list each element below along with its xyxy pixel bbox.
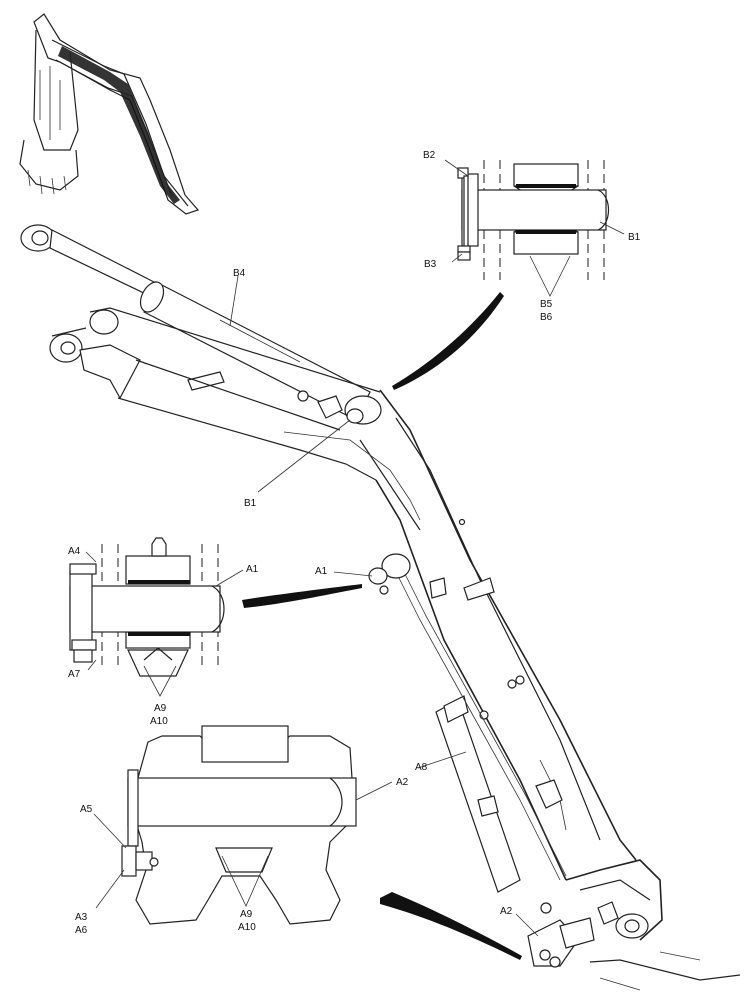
arm-side-plate <box>79 344 141 400</box>
label-a10-upper: A10 <box>150 716 168 727</box>
cylinder-barrel-end <box>139 281 165 313</box>
label-a6: A6 <box>75 925 88 936</box>
label-b1-main: B1 <box>244 498 257 509</box>
cylinder-rod <box>49 229 155 297</box>
label-b6: B6 <box>540 312 553 323</box>
cylinder-head-pin <box>346 408 364 424</box>
label-a4: A4 <box>68 546 81 557</box>
label-a8: A8 <box>415 762 428 773</box>
pin-a2 <box>559 917 595 949</box>
label-a9-upper: A9 <box>154 703 167 714</box>
bucket-cylinder-clamp <box>477 795 499 817</box>
arm-beam-outline-right <box>379 389 637 861</box>
bucket-cylinder-barrel <box>435 699 521 893</box>
callout-wedge-a1 <box>242 584 362 608</box>
detail-a-lower-pin-section <box>121 725 357 925</box>
detail-a-pin-a1 <box>69 585 221 633</box>
label-b2: B2 <box>423 150 436 161</box>
callout-wedge-a2 <box>380 892 522 960</box>
arm-assembly-drawing <box>20 224 741 991</box>
label-b3: B3 <box>424 259 437 270</box>
label-b4: B4 <box>233 268 246 279</box>
arm-foot-eye-upper <box>89 309 119 335</box>
detail-b-pin-b1 <box>461 189 607 231</box>
detail-a-pin-a2 <box>127 777 357 827</box>
label-a2-main: A2 <box>500 906 513 917</box>
label-b1-detail: B1 <box>628 232 641 243</box>
label-a1-main: A1 <box>315 566 328 577</box>
detail-a-upper-pin-section <box>69 537 225 677</box>
arm-beam-outline-left <box>375 479 567 881</box>
callout-wedge-b <box>392 292 504 390</box>
detail-b-pin-section <box>457 160 610 280</box>
label-a9-lower: A9 <box>240 909 253 920</box>
label-b5: B5 <box>540 299 553 310</box>
detail-b-housing <box>513 163 579 187</box>
label-a1-detail: A1 <box>246 564 259 575</box>
label-a2-detail: A2 <box>396 777 409 788</box>
label-a5: A5 <box>80 804 93 815</box>
leader-lines <box>85 159 625 960</box>
arm-overview-thumbnail <box>19 13 200 215</box>
label-a10-lower: A10 <box>238 922 256 933</box>
label-a3: A3 <box>75 912 88 923</box>
grease-nipple <box>151 537 167 557</box>
label-a7: A7 <box>68 669 81 680</box>
part-labels: B4 B1 B2 B3 B1 B5 B6 A4 A1 A1 A7 A9 A10 … <box>68 150 641 936</box>
arm-pin-boss-a1 <box>381 553 411 579</box>
detail-a-lower-housing <box>135 735 353 925</box>
cylinder-rod-eye-hole <box>31 230 49 246</box>
